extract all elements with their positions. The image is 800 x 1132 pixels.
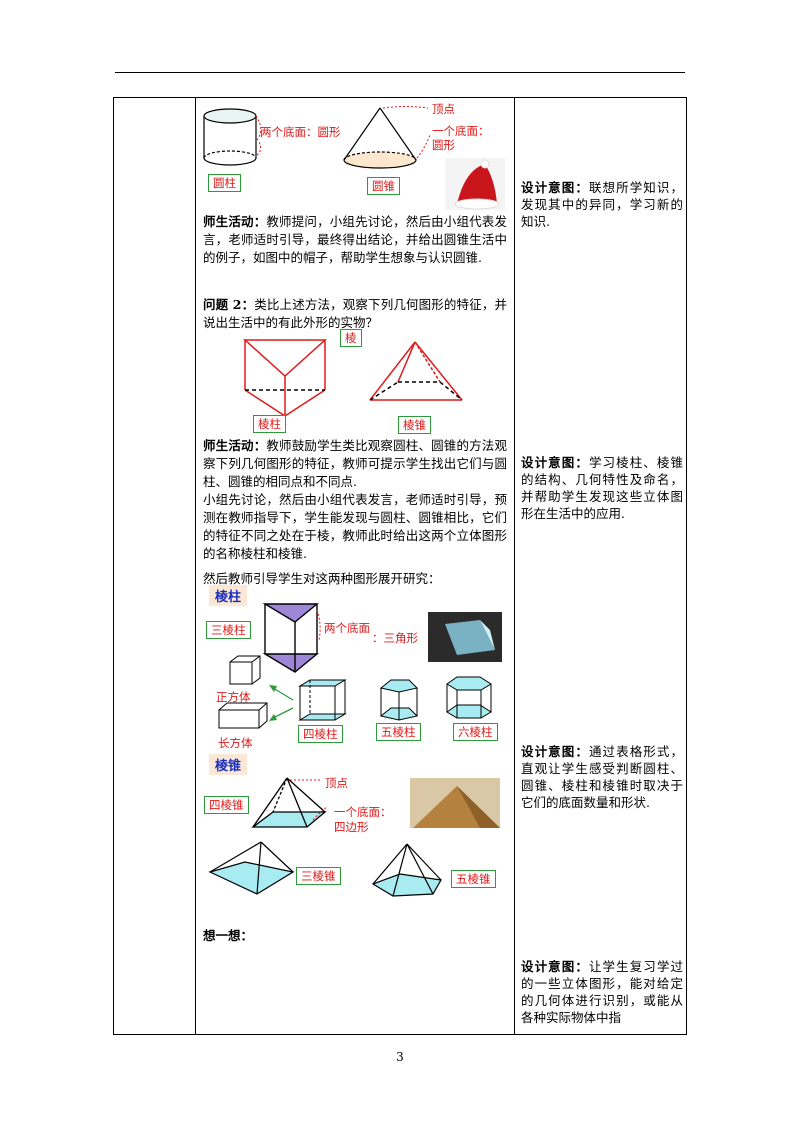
cylinder-cone-figure bbox=[203, 106, 505, 210]
cube-label: 正方体 bbox=[216, 690, 251, 704]
design-intent-1: 设计意图：联想所学知识，发现其中的异同，学习新的知识. bbox=[521, 179, 683, 230]
teacher-activity-1-text: 教师提问，小组先讨论，然后由小组代表发言，老师适时引导，最终得出结论，并给出圆锥… bbox=[203, 214, 507, 265]
design-intent-1-text: 联想所学知识，发现其中的异同，学习新的知识. bbox=[521, 180, 683, 229]
teacher-activity-2-text1: 教师鼓励学生类比观察圆柱、圆锥的方法观察下列几何图形的特征，教师可提示学生找出它… bbox=[203, 438, 507, 489]
prism-triangle-label: ：三角形 bbox=[372, 631, 418, 645]
prism-section-tag: 棱柱 bbox=[209, 585, 248, 606]
design-intent-3-lead: 设计意图： bbox=[521, 744, 589, 759]
pyramid-apex-label: 顶点 bbox=[325, 776, 348, 790]
design-intent-3: 设计意图：通过表格形式，直观让学生感受判断圆柱、圆锥、棱柱和棱锥时取决于它们的底… bbox=[521, 743, 683, 811]
cone-shape bbox=[343, 107, 417, 169]
lesson-table bbox=[113, 97, 687, 1035]
tri-pyramid-label: 三棱锥 bbox=[296, 867, 341, 885]
teacher-activity-1: 师生活动：教师提问，小组先讨论，然后由小组代表发言，老师适时引导，最终得出结论，… bbox=[203, 213, 507, 267]
pent-prism-shape bbox=[379, 679, 418, 721]
table-divider-2 bbox=[514, 98, 515, 1034]
edge-label: 棱 bbox=[340, 329, 362, 347]
hex-prism-label: 六棱柱 bbox=[453, 723, 498, 741]
square-pyramid-shape bbox=[369, 341, 463, 401]
question-2-text: 类比上述方法，观察下列几何图形的特征，并说出生活中的有此外形的实物？ bbox=[203, 297, 507, 330]
design-intent-3-text: 通过表格形式，直观让学生感受判断圆柱、圆锥、棱柱和棱锥时取决于它们的底面数量和形… bbox=[521, 744, 683, 810]
design-intent-2: 设计意图：学习棱柱、棱锥的结构、几何特性及命名，并帮助学生发现这些立体图形在生活… bbox=[521, 454, 683, 522]
question-2-lead: 问题 2： bbox=[203, 297, 255, 312]
header-rule bbox=[115, 72, 685, 73]
page-number: 3 bbox=[396, 1050, 404, 1064]
teacher-activity-2: 师生活动：教师鼓励学生类比观察圆柱、圆锥的方法观察下列几何图形的特征，教师可提示… bbox=[203, 437, 507, 563]
tri-prism-label: 三棱柱 bbox=[206, 621, 251, 639]
cylinder-shape bbox=[203, 108, 257, 166]
teacher-activity-1-lead: 师生活动： bbox=[203, 214, 267, 229]
cuboid-shape bbox=[218, 702, 268, 729]
prism-pyramid-figure bbox=[243, 339, 463, 417]
santa-hat-image bbox=[445, 158, 505, 210]
cone-label: 圆锥 bbox=[367, 177, 400, 195]
pent-pyramid-label: 五棱锥 bbox=[451, 870, 496, 888]
quad-prism-shape bbox=[298, 679, 347, 721]
prism-label: 棱柱 bbox=[253, 415, 286, 433]
design-intent-4-lead: 设计意图： bbox=[521, 959, 589, 974]
prisms-figure bbox=[218, 603, 502, 729]
pent-pyramid-shape bbox=[371, 843, 442, 897]
pyramid-label: 棱锥 bbox=[398, 416, 431, 434]
quad-pyramid-label: 四棱锥 bbox=[204, 796, 249, 814]
table-divider-1 bbox=[195, 98, 196, 1034]
question-2: 问题 2：类比上述方法，观察下列几何图形的特征，并说出生活中的有此外形的实物？ bbox=[203, 296, 507, 332]
design-intent-2-lead: 设计意图： bbox=[521, 455, 589, 470]
design-intent-4-text: 让学生复习学过的一些立体图形，能对给定的几何体进行识别，或能从各种实际物体中指 bbox=[521, 959, 683, 1025]
design-intent-2-text: 学习棱柱、棱锥的结构、几何特性及命名，并帮助学生发现这些立体图形在生活中的应用. bbox=[521, 455, 683, 521]
pyramids-figure bbox=[208, 777, 500, 897]
tri-pyramid-shape bbox=[208, 841, 295, 895]
two-bases-label: 两个底面：圆形 bbox=[260, 125, 341, 139]
pyramid-base-shape-label: 四边形 bbox=[334, 820, 369, 834]
pent-prism-label: 五棱柱 bbox=[376, 723, 421, 741]
cylinder-label: 圆柱 bbox=[208, 174, 241, 192]
pyramid-base-label: 一个底面： bbox=[334, 805, 392, 819]
cube-shape bbox=[229, 655, 261, 685]
pyramid-section-tag: 棱锥 bbox=[209, 754, 248, 775]
cone-base-label: 一个底面： bbox=[432, 124, 490, 138]
cuboid-label: 长方体 bbox=[218, 736, 253, 750]
cone-apex-label: 顶点 bbox=[432, 102, 455, 116]
design-intent-4: 设计意图：让学生复习学过的一些立体图形，能对给定的几何体进行识别，或能从各种实际… bbox=[521, 958, 683, 1026]
research-intro: 然后教师引导学生对这两种图形展开研究： bbox=[203, 571, 441, 586]
think-heading: 想一想： bbox=[203, 928, 254, 943]
prism-two-bases-label: 两个底面 bbox=[324, 621, 370, 635]
triangular-prism-shape bbox=[243, 339, 327, 417]
quad-prism-label: 四棱柱 bbox=[298, 725, 343, 743]
egypt-pyramid-image bbox=[410, 778, 500, 828]
teacher-activity-2-text2: 小组先讨论，然后由小组代表发言，老师适时引导，预测在教师指导下，学生能发现与圆柱… bbox=[203, 492, 507, 561]
quad-pyramid-shape bbox=[251, 777, 327, 828]
glass-prism-image bbox=[428, 612, 502, 662]
hex-prism-shape bbox=[446, 676, 492, 719]
tri-prism-shape bbox=[262, 603, 319, 673]
design-intent-1-lead: 设计意图： bbox=[521, 180, 589, 195]
teacher-activity-2-lead: 师生活动： bbox=[203, 438, 267, 453]
cone-base-shape-label: 圆形 bbox=[432, 138, 455, 152]
